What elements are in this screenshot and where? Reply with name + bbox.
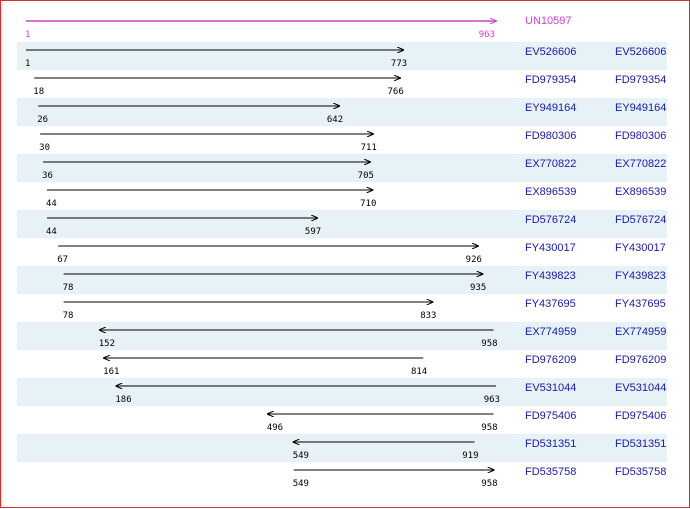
alignment-id-link[interactable]: FD975406 — [525, 410, 577, 422]
alignment-id-link[interactable]: FY437695 — [525, 298, 576, 310]
alignment-end-label: 958 — [481, 479, 498, 489]
alignment-id-link[interactable]: FY430017 — [525, 242, 576, 254]
alignment-end-label: 919 — [462, 451, 479, 461]
alignment-id-link-secondary[interactable]: FY437695 — [615, 298, 666, 310]
row-band — [17, 434, 667, 462]
alignment-start-label: 186 — [115, 395, 132, 405]
alignment-start-label: 152 — [98, 339, 116, 349]
alignment-id-link[interactable]: FD976209 — [525, 354, 577, 366]
alignment-start-label: 26 — [37, 115, 49, 125]
row-band — [17, 154, 667, 182]
alignment-id-link[interactable]: EY949164 — [525, 102, 577, 114]
alignment-id-link-secondary[interactable]: FD975406 — [615, 410, 667, 422]
alignment-end-label: 597 — [304, 227, 322, 237]
alignment-id-link-secondary[interactable]: FD531351 — [615, 438, 667, 450]
alignment-end-label: 958 — [481, 339, 498, 349]
alignment-start-label: 44 — [46, 227, 57, 237]
row-band — [17, 98, 667, 126]
query-start-label: 1 — [25, 30, 31, 40]
alignment-start-label: 67 — [57, 255, 69, 265]
alignment-end-label: 711 — [360, 143, 377, 153]
alignment-end-label: 926 — [465, 255, 482, 265]
alignment-end-label: 710 — [360, 199, 377, 209]
alignment-end-label: 705 — [357, 171, 374, 181]
alignment-end-label: 814 — [410, 367, 428, 377]
alignment-id-link-secondary[interactable]: FD535758 — [615, 466, 667, 478]
alignment-id-link[interactable]: EV531044 — [525, 382, 577, 394]
alignment-start-label: 78 — [62, 283, 74, 293]
row-band — [17, 378, 667, 406]
query-id-label: UN10597 — [525, 15, 572, 27]
alignment-end-label: 935 — [470, 283, 487, 293]
alignment-id-link-secondary[interactable]: FY430017 — [615, 242, 666, 254]
alignment-id-link[interactable]: FD979354 — [525, 74, 577, 86]
row-band — [17, 266, 667, 294]
row-band — [17, 210, 667, 238]
alignment-start-label: 18 — [33, 87, 45, 97]
alignment-start-label: 78 — [62, 311, 74, 321]
row-band — [17, 42, 667, 70]
alignment-start-label: 549 — [292, 479, 309, 489]
alignment-id-link-secondary[interactable]: EY949164 — [615, 102, 667, 114]
alignment-end-label: 773 — [390, 59, 408, 69]
alignment-end-label: 766 — [387, 87, 404, 97]
alignment-start-label: 1 — [25, 59, 31, 69]
alignment-id-link[interactable]: EX770822 — [525, 158, 577, 170]
alignment-id-link-secondary[interactable]: FD979354 — [615, 74, 667, 86]
alignment-start-label: 496 — [266, 423, 284, 433]
alignment-end-label: 958 — [481, 423, 498, 433]
alignment-id-link-secondary[interactable]: FD976209 — [615, 354, 667, 366]
alignment-id-link-secondary[interactable]: FD576724 — [615, 214, 667, 226]
alignment-id-link-secondary[interactable]: EV526606 — [615, 46, 667, 58]
alignment-id-link-secondary[interactable]: FD980306 — [615, 130, 667, 142]
alignment-end-label: 833 — [420, 311, 437, 321]
alignment-id-link[interactable]: FD980306 — [525, 130, 577, 142]
alignment-id-link-secondary[interactable]: EV531044 — [615, 382, 667, 394]
alignment-id-link[interactable]: EX896539 — [525, 186, 577, 198]
alignment-id-link-secondary[interactable]: EX896539 — [615, 186, 667, 198]
alignment-start-label: 30 — [39, 143, 50, 153]
alignment-id-link-secondary[interactable]: EX770822 — [615, 158, 667, 170]
alignment-start-label: 36 — [42, 171, 53, 181]
alignment-start-label: 44 — [46, 199, 57, 209]
alignment-id-link[interactable]: FD535758 — [525, 466, 577, 478]
alignment-id-link[interactable]: EV526606 — [525, 46, 577, 58]
alignment-id-link-secondary[interactable]: FY439823 — [615, 270, 666, 282]
alignment-start-label: 549 — [292, 451, 309, 461]
alignment-id-link[interactable]: EX774959 — [525, 326, 577, 338]
query-end-label: 963 — [478, 30, 495, 40]
alignment-id-link[interactable]: FD576724 — [525, 214, 577, 226]
alignment-id-link[interactable]: FD531351 — [525, 438, 577, 450]
alignment-end-label: 642 — [326, 115, 344, 125]
alignment-id-link[interactable]: FY439823 — [525, 270, 576, 282]
row-band — [17, 322, 667, 350]
alignment-id-link-secondary[interactable]: EX774959 — [615, 326, 667, 338]
alignment-end-label: 963 — [483, 395, 500, 405]
alignment-start-label: 161 — [103, 367, 120, 377]
